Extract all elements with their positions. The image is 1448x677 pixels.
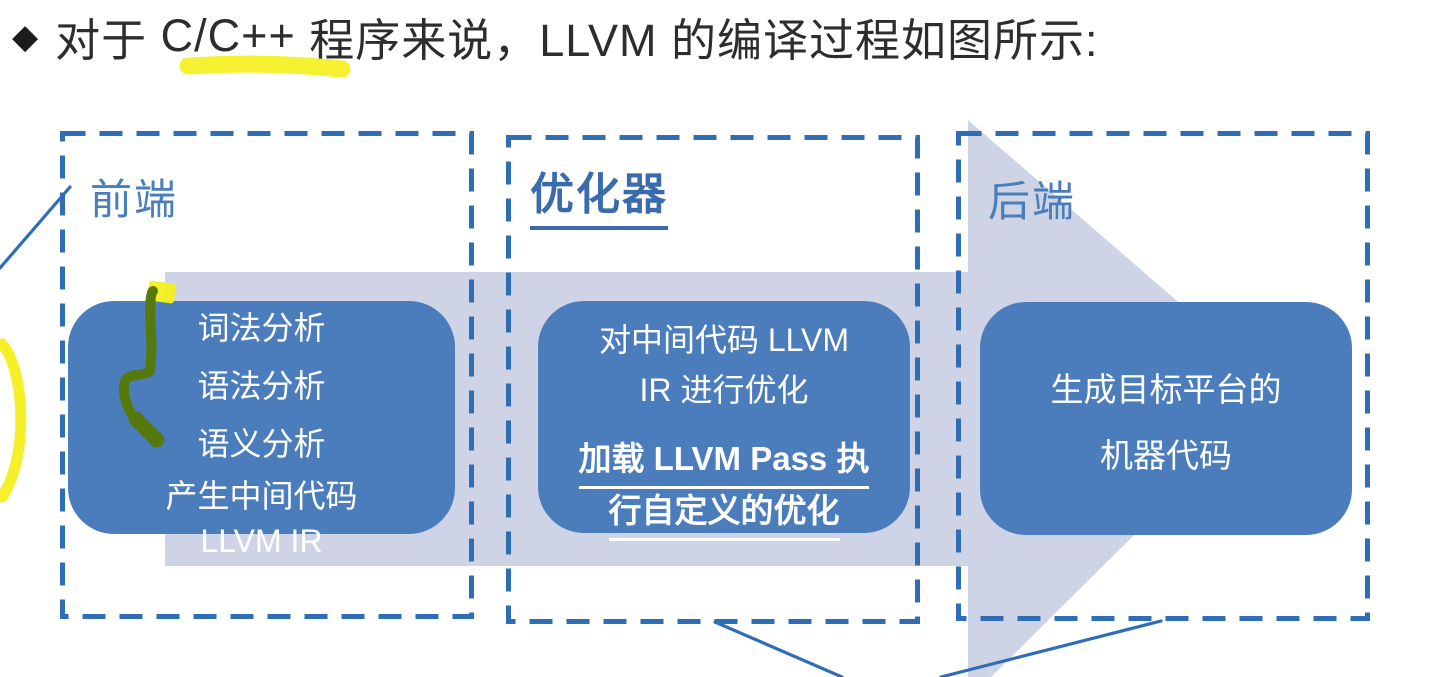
slide-title: ◆ 对于 C/C++ 程序来说，LLVM 的编译过程如图所示: — [10, 6, 1430, 66]
optimizer-desc-line2: IR 进行优化 — [639, 372, 809, 408]
blue-pointer-line-bottom-right — [939, 619, 1163, 677]
optimizer-pass-line1: 加载 LLVM Pass 执 — [538, 433, 910, 489]
blue-pointer-line-frontend — [0, 185, 72, 270]
backend-desc-line2: 机器代码 — [1100, 437, 1232, 474]
optimizer-label: 优化器 — [530, 158, 668, 230]
backend-desc-line1: 生成目标平台的 — [1050, 371, 1282, 408]
frontend-step-semantic: 语义分析 — [197, 426, 326, 462]
frontend-step-ir-line2: LLVM IR — [200, 523, 323, 559]
optimizer-pass-line2: 行自定义的优化 — [538, 485, 910, 541]
frontend-step-ir-line1: 产生中间代码 — [165, 478, 358, 514]
optimizer-steps-box: 对中间代码 LLVM IR 进行优化 加载 LLVM Pass 执 行自定义的优… — [538, 301, 910, 541]
blue-pointer-line-bottom-left — [713, 620, 844, 677]
title-text-highlighted: C/C++ — [160, 10, 296, 61]
backend-steps-box: 生成目标平台的 机器代码 — [980, 302, 1352, 535]
frontend-step-lexical: 词法分析 — [197, 310, 326, 346]
title-text-post: 程序来说，LLVM 的编译过程如图所示: — [295, 14, 1099, 66]
optimizer-desc-line1: 对中间代码 LLVM — [598, 322, 850, 358]
frontend-step-syntax: 语法分析 — [197, 368, 326, 404]
yellow-arc-left-edge — [0, 338, 27, 503]
bullet-diamond-icon: ◆ — [12, 18, 40, 56]
title-text-pre: 对于 — [55, 14, 161, 66]
frontend-label: 前端 — [90, 176, 179, 223]
backend-label: 后端 — [988, 178, 1077, 225]
frontend-steps-box: 词法分析 语法分析 语义分析 产生中间代码 LLVM IR — [68, 301, 455, 559]
